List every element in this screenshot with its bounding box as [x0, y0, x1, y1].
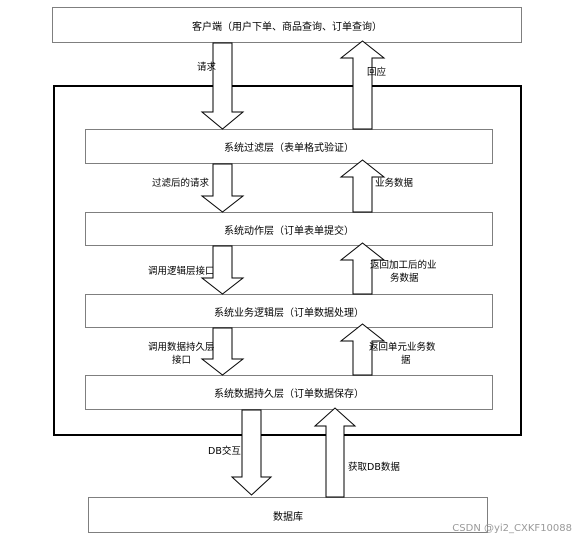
request-label: 请求	[197, 62, 217, 73]
database-label: 数据库	[273, 511, 303, 523]
return-unit-label-line1: 返回单元业务数	[369, 342, 436, 353]
client-box: 客户端（用户下单、商品查询、订单查询）	[52, 7, 522, 43]
call-logic-label: 调用逻辑层接口	[148, 266, 215, 277]
action-layer-box: 系统动作层（订单表单提交）	[85, 212, 493, 246]
call-logic-down-arrow	[200, 245, 245, 295]
get-db-data-label: 获取DB数据	[348, 462, 400, 473]
filter-layer-label: 系统过滤层（表单格式验证）	[224, 143, 354, 154]
get-db-data-up-arrow	[313, 407, 357, 498]
return-unit-up-arrow	[339, 323, 386, 376]
filter-layer-box: 系统过滤层（表单格式验证）	[85, 129, 493, 164]
db-exchange-label: DB交互	[208, 446, 241, 457]
persist-layer-box: 系统数据持久层（订单数据保存）	[85, 375, 493, 410]
call-persist-down-arrow	[200, 327, 245, 376]
response-label: 回应	[367, 67, 387, 78]
call-persist-label-line1: 调用数据持久层	[148, 342, 215, 353]
logic-layer-box: 系统业务逻辑层（订单数据处理）	[85, 294, 493, 328]
database-box: 数据库	[88, 497, 488, 533]
request-down-arrow	[200, 42, 245, 130]
persist-layer-label: 系统数据持久层（订单数据保存）	[214, 389, 364, 400]
return-processed-label-line1: 返回加工后的业	[370, 260, 437, 271]
db-exchange-down-arrow	[230, 409, 273, 496]
watermark: CSDN @yi2_CXKF10088	[452, 523, 572, 534]
filtered-request-down-arrow	[200, 163, 245, 213]
return-unit-label-line2: 据	[401, 355, 411, 366]
business-data-label: 业务数据	[375, 178, 414, 189]
return-processed-label-line2: 务数据	[390, 273, 419, 284]
filtered-request-label: 过滤后的请求	[152, 178, 210, 189]
call-persist-label-line2: 接口	[172, 355, 192, 366]
action-layer-label: 系统动作层（订单表单提交）	[224, 225, 354, 237]
logic-layer-label: 系统业务逻辑层（订单数据处理）	[214, 307, 364, 319]
response-up-arrow	[339, 40, 386, 130]
system-boundary-frame	[53, 85, 522, 436]
business-data-up-arrow	[339, 159, 386, 213]
client-label: 客户端（用户下单、商品查询、订单查询）	[192, 21, 382, 33]
return-processed-up-arrow	[339, 242, 386, 295]
